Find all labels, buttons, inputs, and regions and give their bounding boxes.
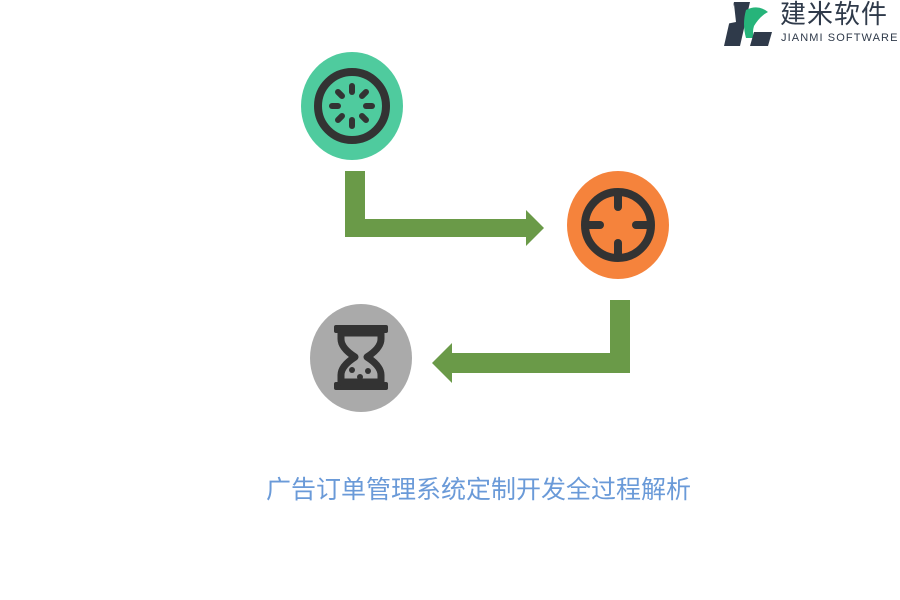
- page-title: 广告订单管理系统定制开发全过程解析: [266, 475, 692, 504]
- brand-logo: 建米软件 JIANMI SOFTWARE: [724, 0, 900, 46]
- jianmi-logo-icon: [724, 2, 772, 46]
- logo-english-name: JIANMI SOFTWARE: [781, 32, 899, 44]
- logo-chinese-name: 建米软件: [780, 0, 889, 30]
- step-2-node: [567, 171, 669, 279]
- step-1-node: [301, 52, 403, 160]
- crosshair-target-icon: [581, 188, 655, 262]
- loading-spinner-icon: [314, 68, 390, 144]
- step-3-node: [310, 304, 412, 412]
- arrow-step1-to-step2: [345, 171, 544, 246]
- hourglass-icon: [334, 325, 388, 390]
- arrow-step2-to-step3: [432, 300, 630, 383]
